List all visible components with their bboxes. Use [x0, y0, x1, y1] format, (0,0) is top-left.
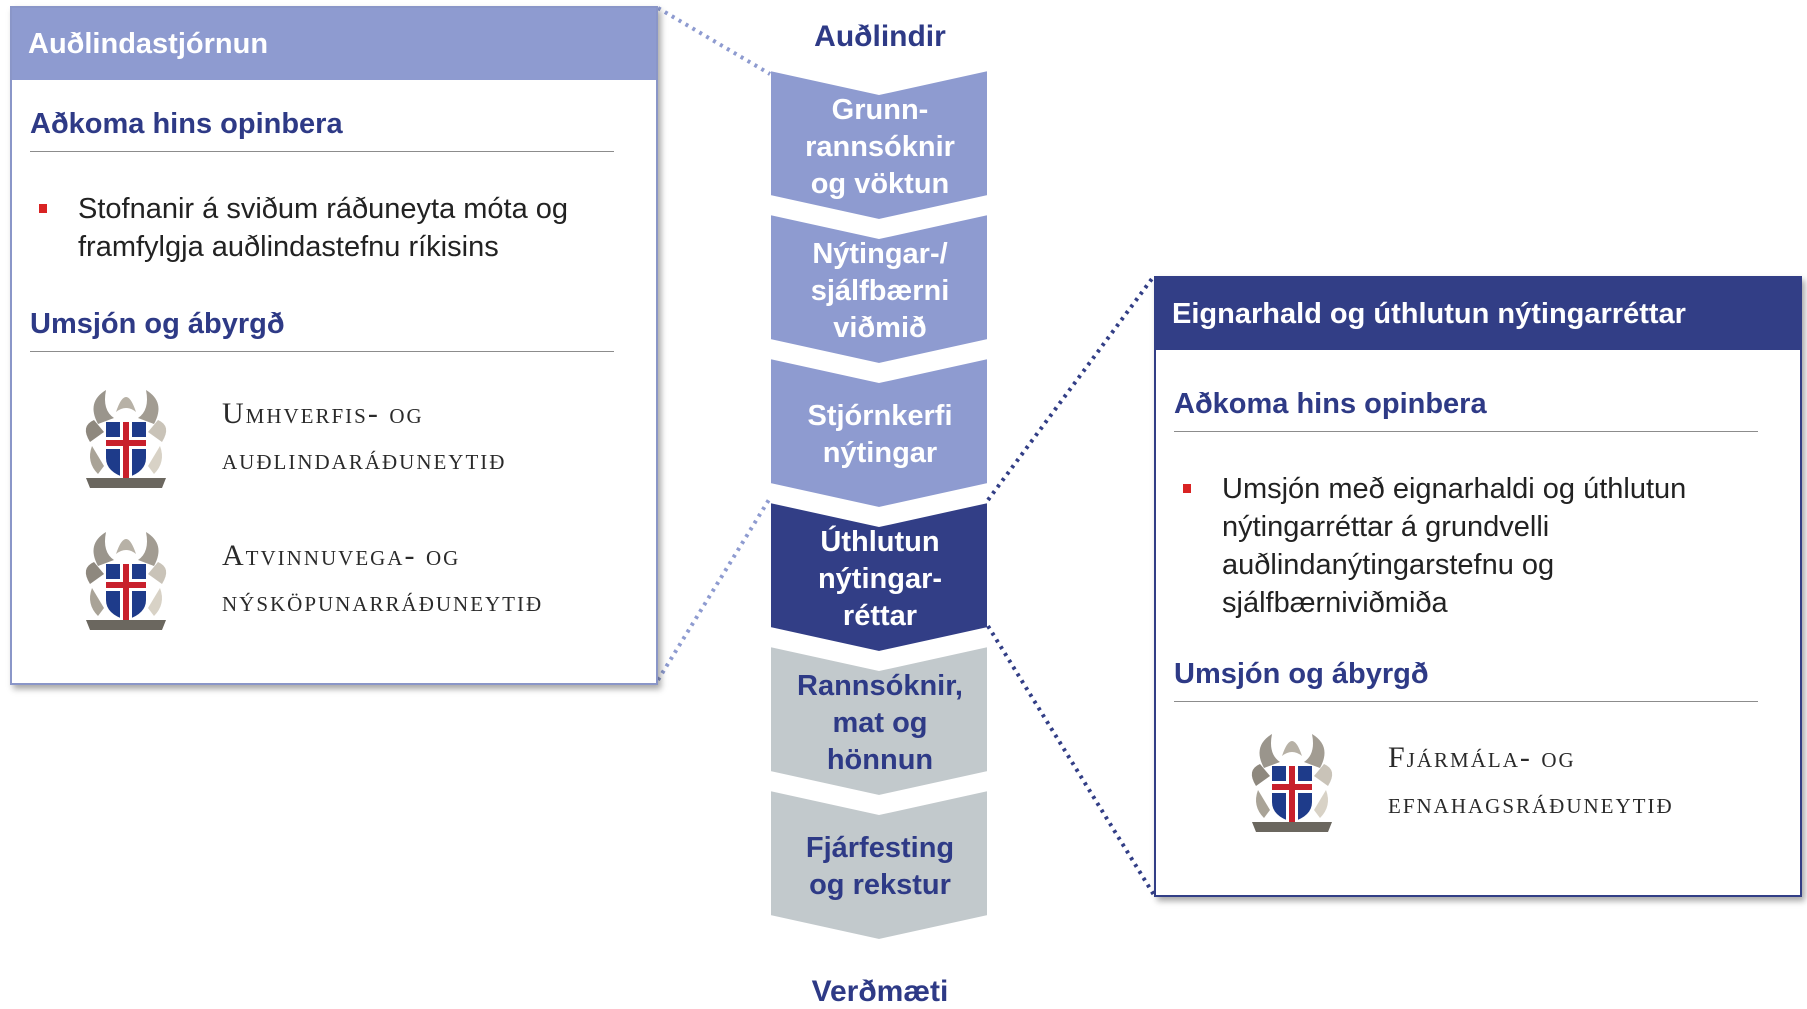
flow-bottom-label: Verðmæti — [811, 975, 949, 1008]
section-heading-responsibility: Umsjón og ábyrgð — [1174, 658, 1758, 702]
flow-step-chevron — [769, 356, 989, 510]
section-heading-responsibility: Umsjón og ábyrgð — [30, 308, 614, 352]
ministry-name: Atvinnuvega- og nýsköpunarráðuneytið — [222, 539, 544, 618]
coat-of-arms-icon — [85, 390, 167, 488]
ministry-environment: Umhverfis- og auðlindaráðuneytið — [76, 382, 506, 492]
bullet-line: auðlindanýtingarstefnu og — [1222, 549, 1555, 581]
ministry-finance: Fjármála- og efnahagsráðuneytið — [1242, 726, 1674, 836]
ministry-name: Fjármála- og efnahagsráðuneytið — [1388, 741, 1674, 820]
bullet-marker-icon — [39, 204, 47, 213]
ownership-allocation-panel: Eignarhald og úthlutun nýtingarréttar Að… — [1154, 276, 1802, 897]
section-heading-public-role: Aðkoma hins opinbera — [1174, 388, 1758, 432]
coat-of-arms-icon — [85, 532, 167, 630]
connector-right-bottom — [986, 624, 1156, 897]
bullet-line: nýtingarréttar á grundvelli — [1222, 511, 1550, 543]
bullet-marker-icon — [1183, 484, 1191, 493]
coat-of-arms-icon — [1251, 734, 1333, 832]
ministry-industries: Atvinnuvega- og nýsköpunarráðuneytið — [76, 524, 543, 634]
flow-step-chevron — [769, 788, 989, 942]
connector-left-bottom — [656, 496, 772, 682]
connector-left-top — [656, 6, 772, 76]
flow-step-chevron — [769, 644, 989, 798]
bullet-line: sjálfbærniviðmiða — [1222, 587, 1448, 619]
panel-title: Auðlindastjórnun — [12, 8, 656, 80]
ministry-name: Umhverfis- og auðlindaráðuneytið — [222, 397, 507, 476]
bullet-item: Stofnanir á sviðum ráðuneyta móta og fra… — [36, 190, 626, 266]
bullet-line: framfylgja auðlindastefnu ríkisins — [78, 231, 499, 263]
bullet-item: Umsjón með eignarhaldi og úthlutun nýtin… — [1180, 470, 1770, 622]
flow-step-chevron — [769, 212, 989, 366]
flow-top-label: Auðlindir — [814, 20, 946, 53]
section-heading-public-role: Aðkoma hins opinbera — [30, 108, 614, 152]
connector-right-top — [986, 274, 1156, 502]
bullet-line: Umsjón með eignarhaldi og úthlutun — [1222, 473, 1687, 505]
flow-step-chevron — [769, 68, 989, 222]
bullet-line: Stofnanir á sviðum ráðuneyta móta og — [78, 193, 569, 225]
panel-title: Eignarhald og úthlutun nýtingarréttar — [1156, 278, 1800, 350]
resource-management-panel: Auðlindastjórnun Aðkoma hins opinbera St… — [10, 6, 658, 685]
